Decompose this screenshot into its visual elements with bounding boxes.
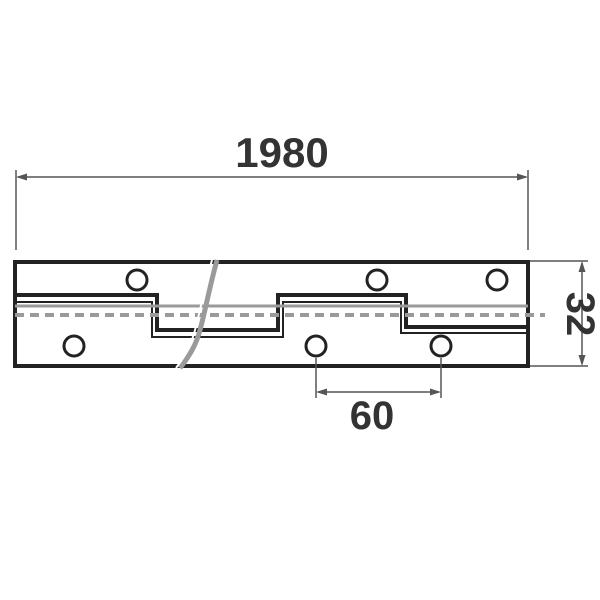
hinge-body <box>13 259 545 370</box>
length-arrow-left <box>16 173 27 181</box>
height-arrow-bottom <box>578 355 586 366</box>
height-dimension: 32 <box>530 260 600 367</box>
spacing-label: 60 <box>350 394 395 438</box>
length-dimension: 1980 <box>15 129 529 250</box>
knuckle-profile-lower <box>15 301 528 338</box>
knuckle-profile-upper <box>15 293 528 332</box>
screw-hole-bottom-1 <box>62 334 86 358</box>
screw-hole-bottom-3 <box>429 334 453 358</box>
break-symbol <box>178 259 220 370</box>
screw-hole-top-1 <box>125 268 149 292</box>
length-label: 1980 <box>235 129 328 176</box>
spacing-dimension: 60 <box>315 358 442 438</box>
screw-hole-top-3 <box>485 268 509 292</box>
length-arrow-right <box>517 173 528 181</box>
screw-hole-bottom-2 <box>304 334 328 358</box>
screw-hole-top-2 <box>365 268 389 292</box>
height-label: 32 <box>558 292 600 337</box>
spacing-arrow-left <box>316 388 327 396</box>
spacing-arrow-right <box>430 388 441 396</box>
break-symbol-gap <box>175 259 213 369</box>
height-arrow-top <box>578 261 586 272</box>
